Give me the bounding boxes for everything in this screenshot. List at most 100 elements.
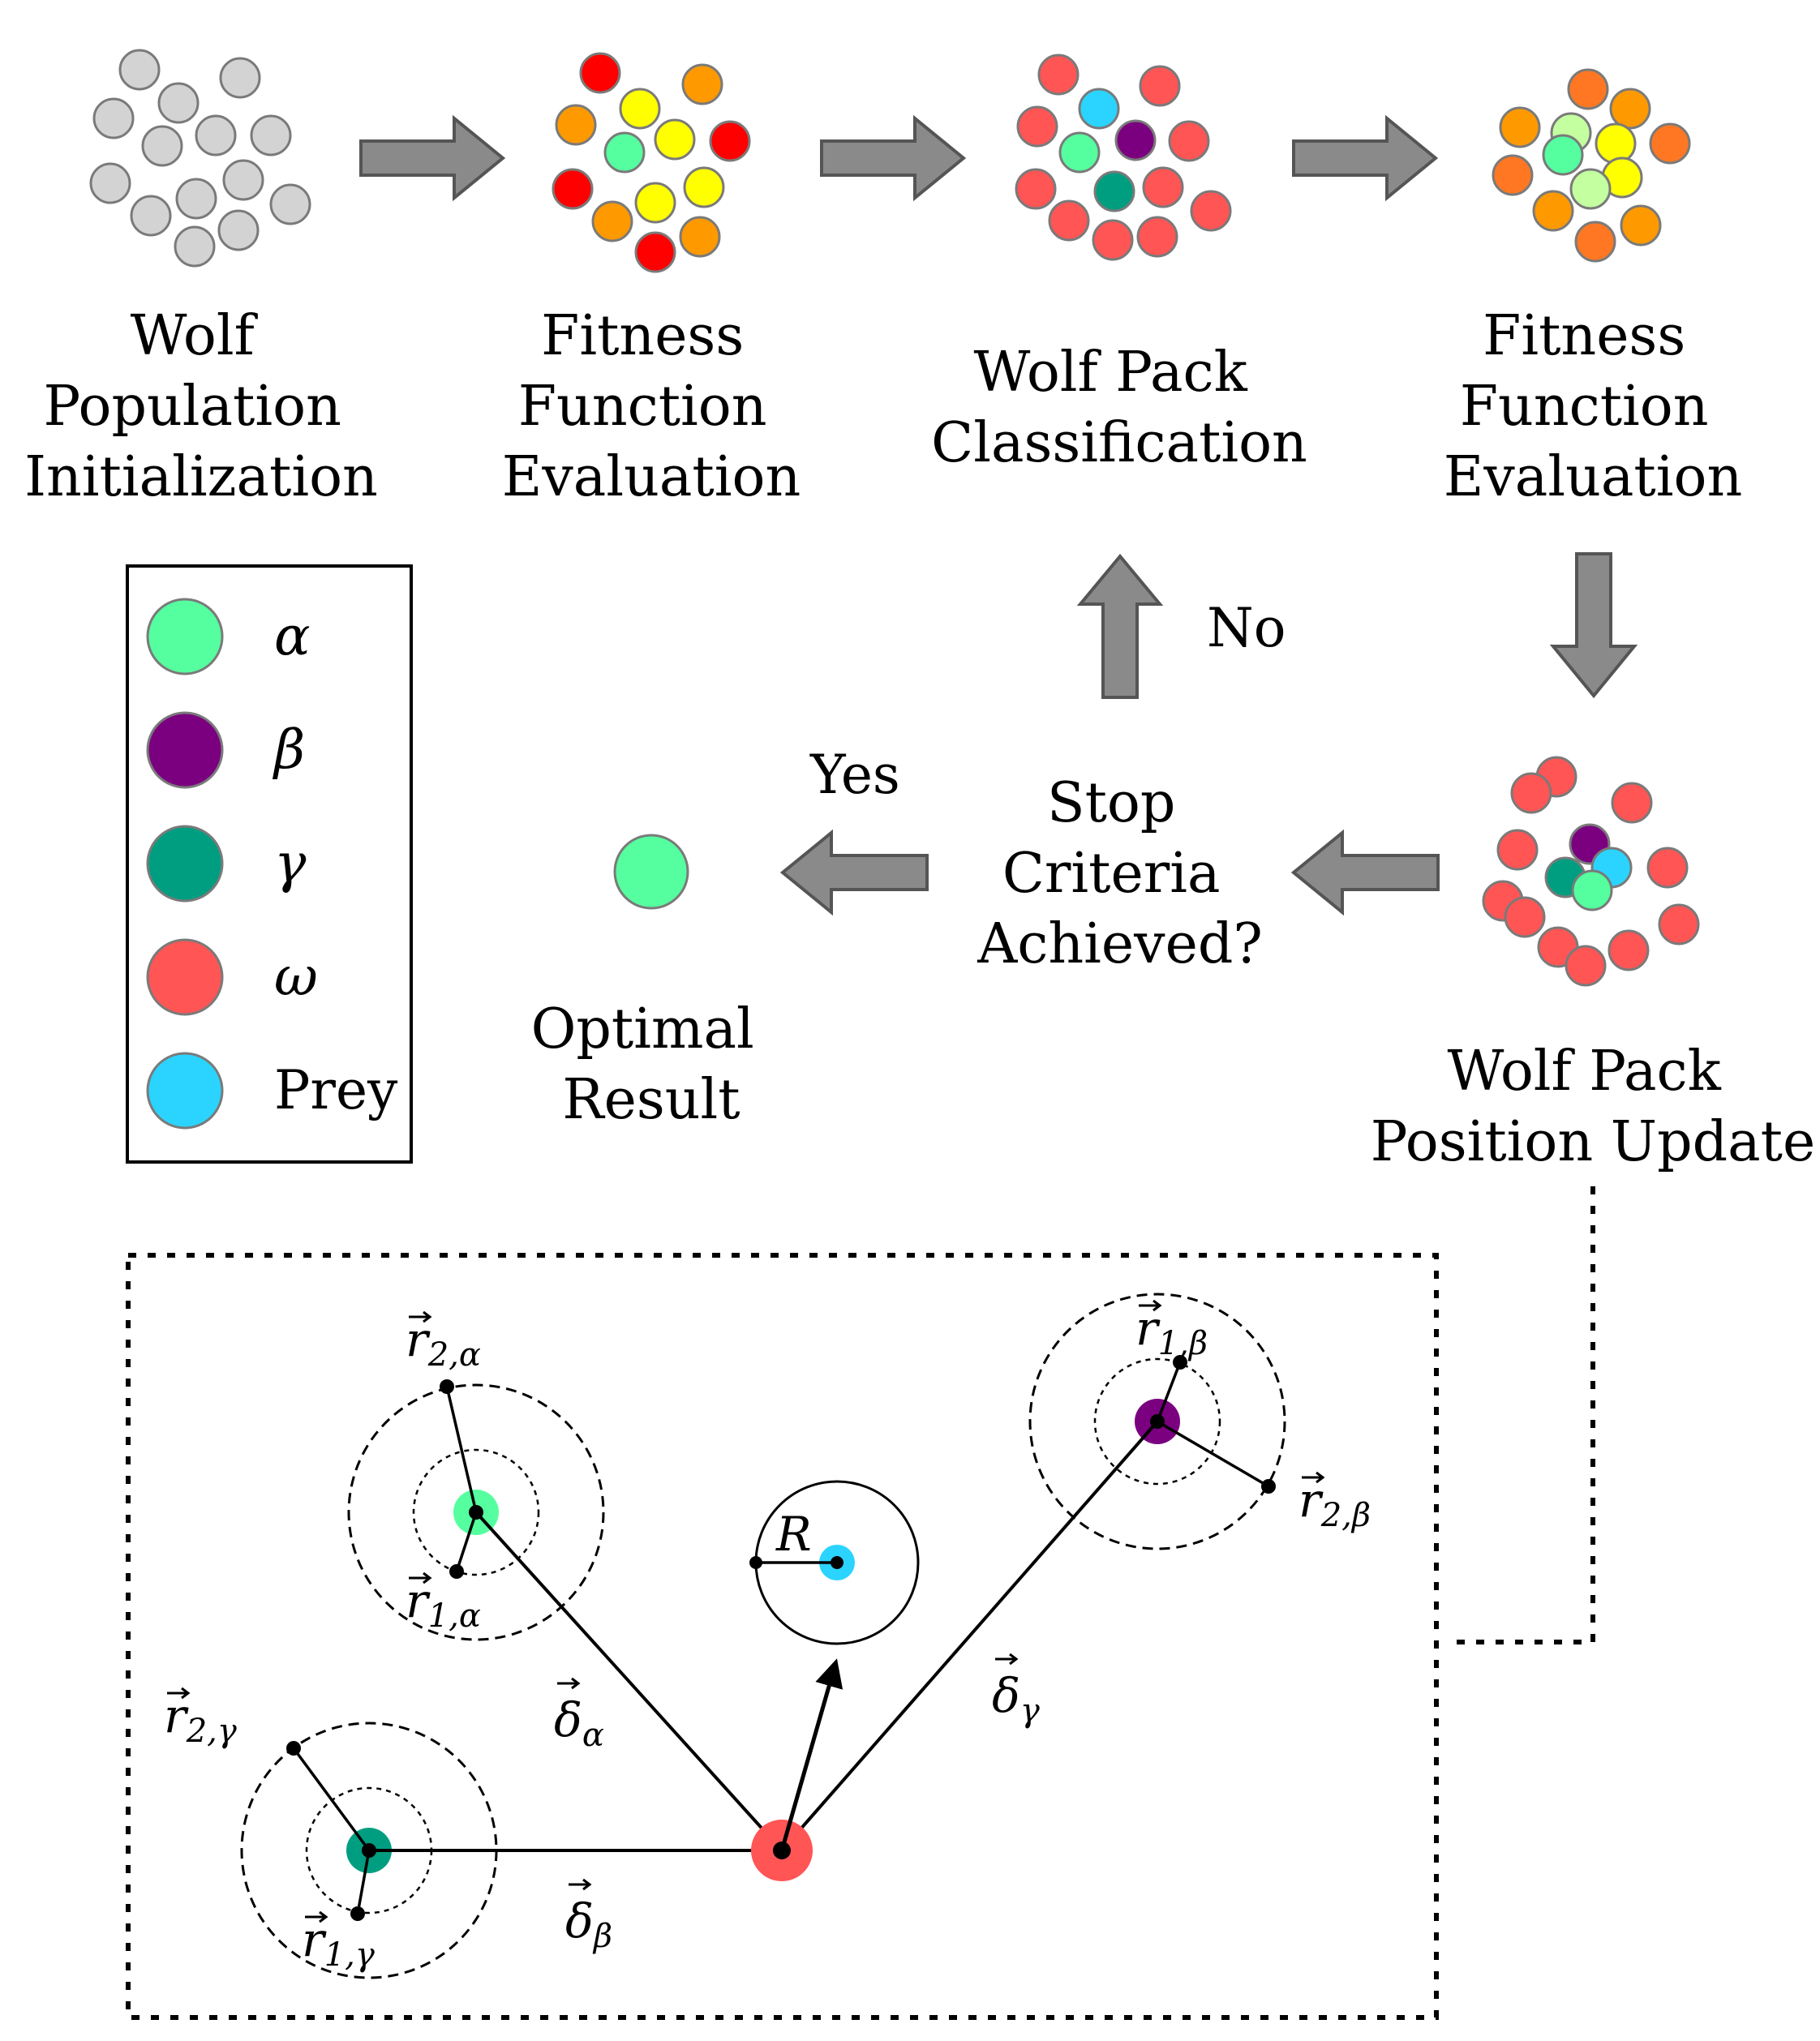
label-r2-gamma: r2,γ bbox=[164, 1688, 237, 1750]
optimal-result-wolf bbox=[613, 834, 689, 910]
wolf-dot-darkorange bbox=[1649, 122, 1691, 165]
wolf-dot-yellow bbox=[619, 88, 661, 130]
wolf-dot-alpha bbox=[1571, 869, 1613, 911]
wolf-dot-alpha bbox=[1058, 131, 1101, 174]
flow-label-yes: Yes bbox=[809, 744, 900, 806]
wolf-dot-omega bbox=[1168, 120, 1210, 162]
wolf-dot-omega bbox=[1190, 190, 1232, 232]
wolf-dot-omega bbox=[1015, 168, 1057, 210]
wolf-dot-gray bbox=[141, 125, 183, 167]
prey-group bbox=[749, 1480, 920, 1645]
vector-arrow-mark bbox=[1139, 1299, 1162, 1312]
wolf-dot-orange bbox=[1532, 190, 1574, 232]
stage-population-cluster bbox=[89, 49, 311, 268]
vector-arrow-mark bbox=[409, 1310, 432, 1323]
wolf-dot-yellow bbox=[654, 118, 696, 161]
beta-r1-line bbox=[1156, 1361, 1182, 1422]
wolf-dot-omega bbox=[1016, 105, 1058, 148]
delta-alpha-line bbox=[474, 1511, 783, 1852]
label-delta-beta: δβ bbox=[565, 1893, 612, 1955]
stage-eval2-cluster bbox=[1492, 68, 1691, 263]
stage-label-eval2-line2: Function bbox=[1460, 375, 1709, 439]
stage-label-stop-line2: Criteria bbox=[1002, 842, 1221, 906]
stage-label-result-line2: Result bbox=[562, 1068, 740, 1132]
prey-radius-dot bbox=[749, 1556, 762, 1569]
stage-classify-cluster bbox=[1015, 54, 1232, 261]
legend-swatch-3 bbox=[146, 938, 224, 1016]
beta-outer-circle bbox=[1028, 1293, 1286, 1550]
wolf-dot-orange bbox=[591, 200, 633, 242]
stage-label-classify: Wolf Pack Classification bbox=[931, 341, 1307, 475]
flow-arrow-eval2-to-update bbox=[1549, 552, 1638, 699]
stage-eval1-cluster bbox=[552, 52, 751, 273]
wolf-dot-omega bbox=[1037, 54, 1080, 96]
legend-box bbox=[126, 564, 413, 1164]
beta-r1-dot bbox=[1173, 1355, 1187, 1370]
vector-arrow-mark bbox=[557, 1677, 581, 1690]
alpha-group bbox=[347, 1379, 605, 1641]
wolf-dot-gray bbox=[222, 159, 264, 201]
wolf-dot-gray bbox=[174, 225, 216, 268]
wolf-dot-omega bbox=[1136, 216, 1178, 258]
wolf-dot-gray bbox=[92, 97, 135, 139]
position-update-detail-box bbox=[126, 1253, 1439, 2020]
wolf-dot-omega bbox=[1611, 782, 1653, 824]
omega-group bbox=[369, 1420, 1159, 1881]
beta-r2-line bbox=[1157, 1420, 1269, 1488]
stage-update-cluster bbox=[1482, 756, 1700, 987]
flow-arrow-init-to-eval1 bbox=[359, 114, 506, 202]
vector-arrow-mark bbox=[305, 1910, 328, 1923]
label-delta-alpha: δα bbox=[554, 1692, 604, 1754]
wolf-dot-red bbox=[552, 168, 594, 210]
stage-label-classify-line2: Classification bbox=[931, 411, 1307, 475]
alpha-inner-circle bbox=[412, 1448, 540, 1576]
flow-arrow-update-to-stop bbox=[1290, 829, 1440, 916]
stage-label-classify-line1: Wolf Pack bbox=[974, 341, 1248, 405]
alpha-r2-dot bbox=[440, 1379, 454, 1394]
omega-center-dot bbox=[773, 1842, 791, 1859]
delta-gamma-line bbox=[780, 1420, 1159, 1852]
wolf-dot-gray bbox=[269, 183, 311, 225]
wolf-dot-lightgreen bbox=[1569, 168, 1612, 210]
wolf-dot-omega bbox=[1504, 896, 1546, 938]
wolf-dot-red bbox=[709, 120, 751, 162]
legend-label-0: α bbox=[274, 605, 311, 667]
wolf-dot-orange bbox=[1499, 106, 1541, 148]
wolf-dot-orange bbox=[1620, 204, 1662, 247]
gamma-r2-dot bbox=[286, 1741, 301, 1756]
wolf-dot-gray bbox=[118, 49, 161, 91]
gamma-r1-line bbox=[356, 1850, 371, 1915]
label-r2-beta: r2,β bbox=[1298, 1473, 1371, 1534]
legend-label-2: γ bbox=[274, 832, 307, 894]
stage-label-eval2-line1: Fitness bbox=[1483, 304, 1685, 368]
vector-arrow-mark bbox=[995, 1653, 1019, 1666]
wolf-dot-prey bbox=[1078, 88, 1120, 130]
stage-label-stop: Stop Criteria Achieved? bbox=[977, 771, 1263, 976]
stage-label-eval1-line2: Function bbox=[518, 375, 767, 439]
wolf-dot-omega bbox=[1092, 219, 1134, 261]
stage-label-init-line3: Initialization bbox=[24, 445, 378, 509]
wolf-dot-gamma bbox=[1093, 170, 1135, 212]
wolf-dot-darkorange bbox=[1574, 221, 1616, 263]
legend-swatch-2 bbox=[146, 825, 224, 903]
wolf-dot-alpha bbox=[603, 131, 646, 174]
stage-label-result: Optimal Result bbox=[531, 997, 772, 1132]
wolf-dot-gray bbox=[89, 162, 131, 204]
wolf-dot-gray bbox=[195, 114, 237, 157]
label-r1-alpha: r1,α bbox=[406, 1573, 481, 1635]
wolf-dot-yellow bbox=[683, 166, 725, 208]
wolf-dot-gray bbox=[250, 114, 292, 157]
stage-label-eval1: Fitness Function Evaluation bbox=[502, 304, 801, 509]
wolf-dot-orange bbox=[681, 63, 723, 105]
wolf-dot-red bbox=[579, 52, 621, 94]
stage-label-update-line1: Wolf Pack bbox=[1448, 1040, 1722, 1104]
flow-label-no: No bbox=[1207, 597, 1286, 659]
wolf-dot-beta bbox=[1114, 119, 1157, 161]
wolf-dot-darkorange bbox=[1567, 68, 1609, 110]
stage-label-eval1-line1: Fitness bbox=[541, 304, 744, 368]
wolf-dot-omega bbox=[1139, 65, 1181, 107]
wolf-dot-gray bbox=[175, 178, 217, 220]
wolf-dot-orange bbox=[679, 216, 721, 258]
prey-center-dot bbox=[831, 1556, 843, 1569]
